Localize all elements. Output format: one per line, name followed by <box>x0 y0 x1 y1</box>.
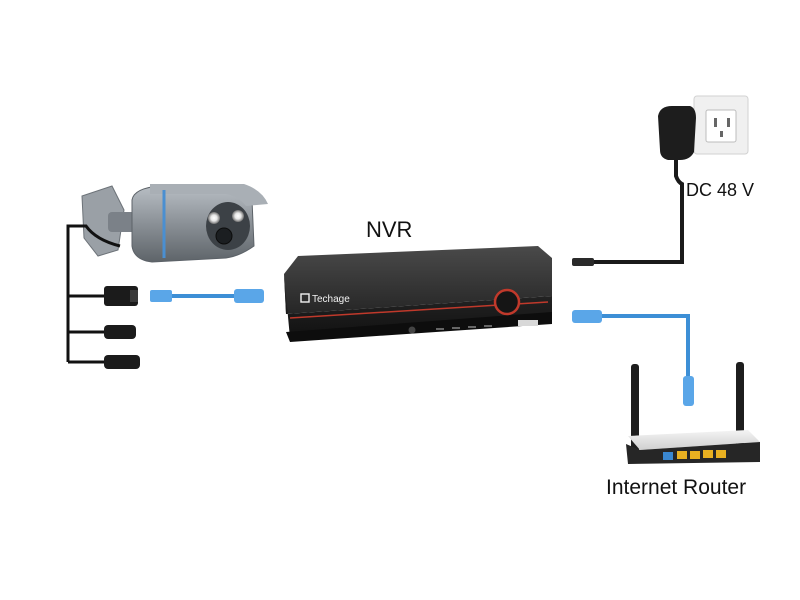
camera-mount-arm <box>108 212 138 232</box>
router-label: Internet Router <box>606 476 747 499</box>
camera-pigtail-cable <box>66 224 121 364</box>
ethernet-plug-nvr-side <box>572 310 602 323</box>
camera-reset-connector <box>104 355 140 369</box>
camera-lens <box>215 227 233 245</box>
camera-dc-connector <box>104 325 136 339</box>
power-adapter <box>658 106 696 160</box>
router-wan-port <box>663 452 673 460</box>
nvr-power-button <box>493 288 521 316</box>
router-lan-port <box>677 451 687 459</box>
ethernet-cable-nvr-router <box>572 310 694 406</box>
camera-ir-led-right <box>232 210 244 222</box>
wall-outlet-socket <box>705 109 737 143</box>
nvr-small-button <box>408 326 416 334</box>
nvr-indicator <box>452 327 460 329</box>
camera-mount <box>81 185 125 257</box>
nvr-usb-port <box>518 320 538 326</box>
power-label: DC 48 V <box>686 180 755 200</box>
router-lan-port <box>703 450 713 458</box>
brand-logo-text: Techage <box>312 294 350 305</box>
nvr-label: NVR <box>366 217 413 242</box>
internet-router <box>626 362 760 464</box>
router-top <box>628 430 760 450</box>
ip-camera <box>66 184 268 369</box>
ethernet-plug-router-side <box>683 376 694 406</box>
brand-logo-icon <box>300 293 310 303</box>
camera-rj45-port-opening <box>130 290 138 302</box>
ethernet-plug-right <box>234 289 264 303</box>
power-supply <box>572 95 749 266</box>
nvr-top-panel <box>284 246 552 314</box>
camera-rj45-port <box>104 286 138 306</box>
ethernet-wire-2 <box>600 314 690 380</box>
power-cable <box>592 160 684 264</box>
outlet-slot-right <box>727 118 730 127</box>
nvr-indicator <box>436 328 444 330</box>
outlet-slot-ground <box>720 131 723 137</box>
camera-sunshield <box>150 184 268 206</box>
nvr-indicator <box>468 326 476 328</box>
outlet-slot-left <box>714 118 717 127</box>
nvr-indicator <box>484 325 492 327</box>
router-lan-port <box>690 451 700 459</box>
ethernet-cable-camera-nvr <box>150 289 264 303</box>
power-cable-plug <box>572 258 594 266</box>
nvr-bottom-edge <box>286 312 552 342</box>
ethernet-plug-left <box>150 290 172 302</box>
camera-ir-led-left <box>208 212 220 224</box>
router-lan-port <box>716 450 726 458</box>
nvr-device: Techage <box>284 246 552 342</box>
